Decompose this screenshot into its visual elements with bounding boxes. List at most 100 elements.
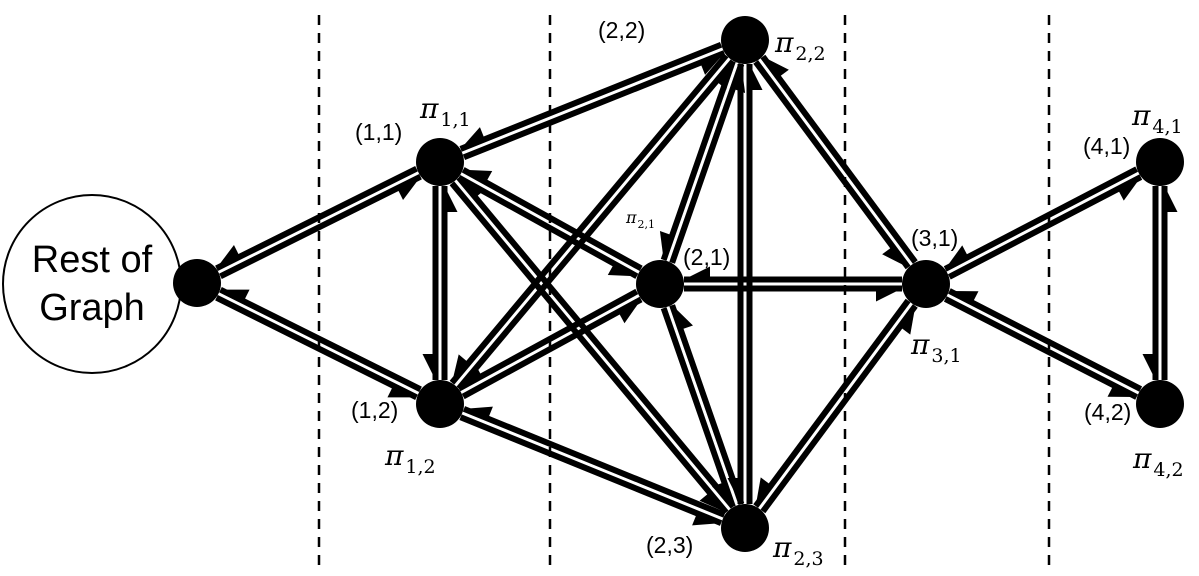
node-n11 xyxy=(416,138,464,186)
edge-arrowhead xyxy=(700,53,725,75)
edge-arrowhead xyxy=(1142,354,1156,380)
edge-line xyxy=(219,286,422,392)
edge-arrowhead xyxy=(618,299,642,324)
edge-arrowhead xyxy=(451,354,468,383)
edge-arrowhead xyxy=(900,305,916,335)
edge-arrowhead xyxy=(463,169,493,182)
edge-n23-to-n12 xyxy=(462,406,726,518)
edge-line xyxy=(459,414,723,526)
edge-arrowhead xyxy=(949,290,979,302)
edge-line xyxy=(669,63,745,264)
nodes-layer xyxy=(173,16,1184,552)
edge-line xyxy=(457,288,639,392)
node-n31 xyxy=(902,260,950,308)
node-n41 xyxy=(1136,138,1184,186)
edge-n12-to-n23 xyxy=(459,414,723,526)
edge-line xyxy=(462,406,726,518)
edge-n11-to-n23 xyxy=(449,181,729,515)
node-n23 xyxy=(721,504,769,552)
node-n12 xyxy=(416,380,464,428)
edge-line xyxy=(660,307,736,508)
edge-n21-to-n12 xyxy=(457,288,639,392)
edge-arrowhead xyxy=(422,354,436,380)
edge-arrowhead xyxy=(945,245,968,269)
coord-label-2-1: (2,1) xyxy=(683,244,730,270)
edge-n23-to-n31 xyxy=(760,304,918,514)
edge-arrowhead xyxy=(458,364,482,389)
edge-line xyxy=(219,174,422,280)
coord-label-1-2: (1,2) xyxy=(351,397,398,423)
node-n21 xyxy=(636,260,684,308)
edge-n11-to-n22 xyxy=(462,50,726,161)
coord-label-4-1: (4,1) xyxy=(1083,133,1130,159)
edge-line xyxy=(461,296,643,400)
edge-line xyxy=(669,304,745,505)
node-n42 xyxy=(1136,380,1184,428)
edge-n22-to-n11 xyxy=(459,41,723,152)
pi-label-2-1: π2,1 xyxy=(625,208,655,231)
edge-n11-to-n21 xyxy=(457,174,639,279)
edge-n12-to-n11 xyxy=(441,186,458,380)
edge-entry-to-n11 xyxy=(219,174,422,280)
rest-of-graph-circle xyxy=(2,194,182,374)
edge-line xyxy=(760,304,918,514)
edge-n31-to-n41 xyxy=(947,174,1143,280)
edge-line xyxy=(462,50,726,161)
edge-arrowhead xyxy=(1107,386,1137,398)
edge-n31-to-n42 xyxy=(943,296,1138,400)
edge-n11-to-n12 xyxy=(422,186,439,380)
edge-arrowhead xyxy=(882,247,909,268)
edge-n23-to-n11 xyxy=(456,175,736,509)
edge-arrowhead xyxy=(220,289,250,301)
edge-line xyxy=(760,54,918,264)
edge-line xyxy=(947,174,1143,280)
rest-of-graph: Rest of Graph xyxy=(2,194,182,374)
edge-n21-to-n11 xyxy=(461,167,643,272)
node-entry xyxy=(173,259,221,307)
edge-arrowhead xyxy=(659,231,672,260)
edge-n22-to-n31 xyxy=(753,60,911,270)
edge-n23-to-n21 xyxy=(669,304,745,505)
edge-line xyxy=(215,165,418,271)
edge-line xyxy=(461,167,643,272)
edge-arrowhead xyxy=(1164,186,1178,212)
edge-line xyxy=(215,295,418,401)
edge-arrowhead xyxy=(607,264,637,277)
edge-arrowhead xyxy=(692,514,722,526)
edge-n31-to-n23 xyxy=(753,298,911,508)
edge-arrowhead xyxy=(712,482,733,507)
edge-arrowhead xyxy=(1118,177,1141,201)
edge-arrowhead xyxy=(216,245,240,269)
edge-line xyxy=(459,41,723,152)
edge-entry-to-n12 xyxy=(215,295,418,401)
coord-label-1-1: (1,1) xyxy=(355,119,402,145)
edge-n12-to-n21 xyxy=(461,296,643,400)
edge-line xyxy=(449,181,729,515)
edge-n22-to-n21 xyxy=(659,60,736,261)
edge-line xyxy=(753,60,911,270)
edge-n23-to-n22 xyxy=(746,64,763,504)
edge-line xyxy=(943,296,1138,400)
coord-label-3-1: (3,1) xyxy=(911,225,958,251)
edge-line xyxy=(456,59,736,391)
edge-n22-to-n12 xyxy=(449,53,729,385)
edge-line xyxy=(660,60,736,261)
edge-n21-to-n31 xyxy=(684,285,902,302)
edge-arrowhead xyxy=(460,127,485,149)
coord-label-2-3: (2,3) xyxy=(646,532,693,558)
edge-arrowhead xyxy=(727,478,741,504)
edge-n21-to-n23 xyxy=(660,307,736,508)
edge-arrowhead xyxy=(876,288,902,302)
edge-arrowhead xyxy=(762,56,789,77)
edge-n22-to-n23 xyxy=(727,64,744,504)
edge-n11-to-entry xyxy=(215,165,418,271)
edge-n41-to-n31 xyxy=(943,166,1139,272)
coord-label-2-2: (2,2) xyxy=(598,17,645,43)
edge-arrowhead xyxy=(463,406,493,418)
